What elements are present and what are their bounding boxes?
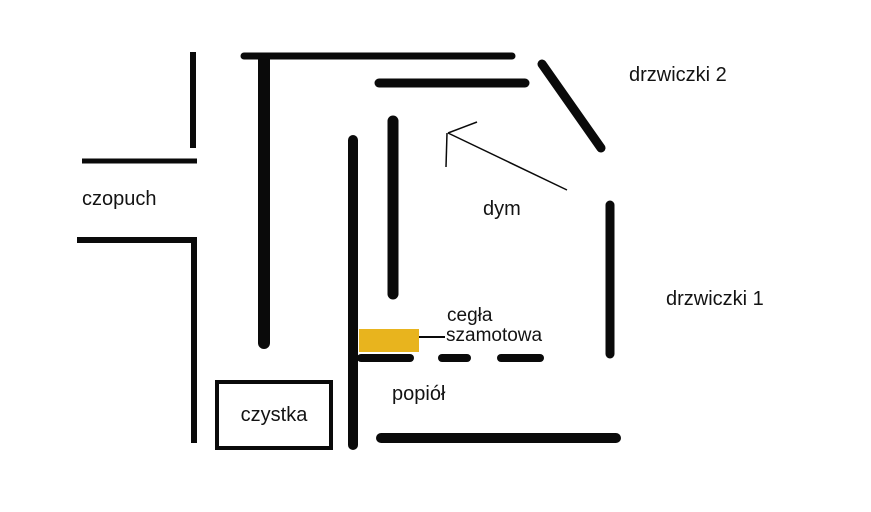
cleanout-label: czystka (240, 403, 308, 426)
door1-label: drzwiczki 1 (666, 288, 764, 310)
smoke-label: dym (483, 198, 521, 220)
chamotte-brick (359, 329, 419, 352)
ash-label: popiół (392, 383, 446, 405)
cleanout-box: czystka (215, 380, 333, 450)
flue-label: czopuch (82, 188, 157, 210)
door2-label: drzwiczki 2 (629, 64, 727, 86)
smoke-arrow-head-upper (447, 121, 478, 134)
smoke-arrow-icon (445, 121, 568, 191)
smoke-arrow-shaft (447, 132, 568, 191)
brick-label-line2: szamotowa (446, 325, 543, 346)
smoke-arrow-head-lower (445, 132, 448, 168)
brick-label-line1: cegła (447, 305, 493, 326)
door2-diagonal-flap (537, 59, 606, 153)
